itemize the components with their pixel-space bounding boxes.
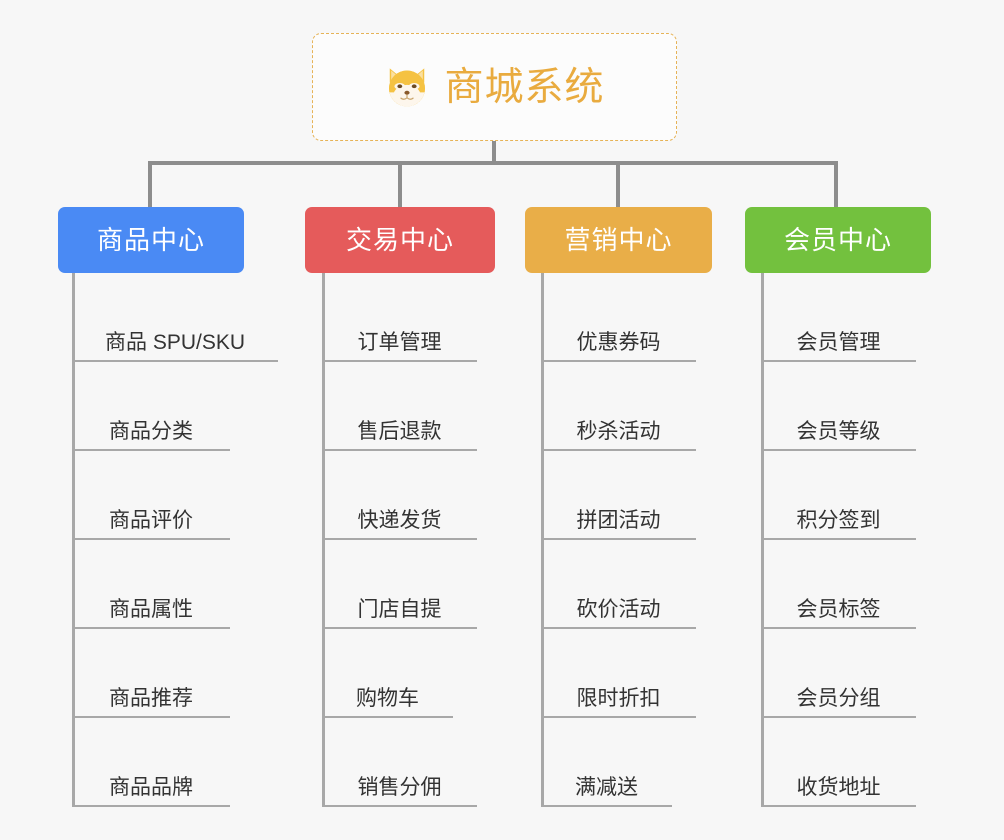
leaf-item-label: 积分签到: [796, 509, 881, 532]
leaf-item[interactable]: 会员分组: [761, 629, 916, 718]
category-node-marketing[interactable]: 营销中心: [525, 207, 712, 273]
category-node-member[interactable]: 会员中心: [745, 207, 931, 273]
leaf-item-label: 购物车: [356, 687, 419, 710]
leaf-item-label: 砍价活动: [576, 598, 661, 621]
leaf-item[interactable]: 购物车: [322, 629, 453, 718]
leaf-item[interactable]: 满减送: [541, 718, 672, 807]
leaf-item-label: 会员分组: [796, 687, 881, 710]
leaf-item-label: 会员管理: [796, 331, 881, 354]
leaf-item[interactable]: 砍价活动: [541, 540, 696, 629]
leaf-item-label: 商品评价: [109, 509, 193, 532]
leaf-spine: [322, 273, 325, 807]
leaf-item[interactable]: 优惠券码: [541, 273, 696, 362]
category-node-label: 交易中心: [345, 225, 454, 255]
leaf-item-label: 商品推荐: [109, 687, 193, 710]
leaf-item-label: 优惠券码: [576, 331, 661, 354]
leaf-item-label: 门店自提: [357, 598, 442, 621]
leaf-item-label: 秒杀活动: [576, 420, 661, 443]
leaf-item-label: 收货地址: [796, 776, 881, 799]
drop-connector-1: [148, 161, 152, 207]
leaf-item-label: 快递发货: [357, 509, 442, 532]
leaf-item[interactable]: 商品评价: [72, 451, 230, 540]
leaf-item[interactable]: 门店自提: [322, 540, 477, 629]
leaf-item-label: 商品 SPU/SKU: [104, 331, 246, 354]
leaf-item[interactable]: 商品属性: [72, 540, 230, 629]
leaf-item-label: 商品属性: [109, 598, 193, 621]
leaf-item-label: 售后退款: [357, 420, 442, 443]
drop-connector-3: [616, 161, 620, 207]
leaf-item[interactable]: 商品 SPU/SKU: [72, 273, 278, 362]
leaf-item-label: 订单管理: [357, 331, 442, 354]
leaf-item[interactable]: 积分签到: [761, 451, 916, 540]
leaf-item[interactable]: 拼团活动: [541, 451, 696, 540]
leaf-item-label: 销售分佣: [357, 776, 442, 799]
leaf-item-label: 会员等级: [796, 420, 881, 443]
leaf-item[interactable]: 收货地址: [761, 718, 916, 807]
category-node-label: 商品中心: [96, 225, 205, 255]
leaf-item-label: 商品分类: [109, 420, 193, 443]
leaf-spine: [72, 273, 75, 807]
leaf-item[interactable]: 会员管理: [761, 273, 916, 362]
root-node-content: 商城系统: [384, 64, 604, 110]
leaf-item-label: 商品品牌: [109, 776, 193, 799]
leaf-item[interactable]: 会员等级: [761, 362, 916, 451]
category-node-product[interactable]: 商品中心: [58, 207, 244, 273]
drop-connector-4: [834, 161, 838, 207]
leaf-item[interactable]: 快递发货: [322, 451, 477, 540]
drop-connector-2: [398, 161, 402, 207]
category-node-label: 会员中心: [783, 225, 892, 255]
category-node-label: 营销中心: [564, 225, 673, 255]
leaf-item-label: 满减送: [575, 776, 638, 799]
root-node[interactable]: 商城系统: [312, 33, 677, 141]
leaf-item[interactable]: 会员标签: [761, 540, 916, 629]
bus-bar-connector: [148, 161, 838, 165]
leaf-item[interactable]: 商品品牌: [72, 718, 230, 807]
leaf-spine: [541, 273, 544, 807]
leaf-item[interactable]: 限时折扣: [541, 629, 696, 718]
category-node-trade[interactable]: 交易中心: [305, 207, 495, 273]
leaf-item[interactable]: 商品分类: [72, 362, 230, 451]
root-stem-connector: [492, 141, 496, 165]
leaf-item[interactable]: 订单管理: [322, 273, 477, 362]
leaf-item[interactable]: 售后退款: [322, 362, 477, 451]
leaf-item[interactable]: 商品推荐: [72, 629, 230, 718]
shiba-dog-face-icon: [389, 68, 426, 107]
leaf-item-label: 拼团活动: [576, 509, 661, 532]
leaf-item-label: 限时折扣: [576, 687, 661, 710]
leaf-spine: [761, 273, 764, 807]
leaf-item-label: 会员标签: [796, 598, 881, 621]
leaf-item[interactable]: 销售分佣: [322, 718, 477, 807]
leaf-item[interactable]: 秒杀活动: [541, 362, 696, 451]
root-node-label: 商城系统: [444, 65, 605, 109]
